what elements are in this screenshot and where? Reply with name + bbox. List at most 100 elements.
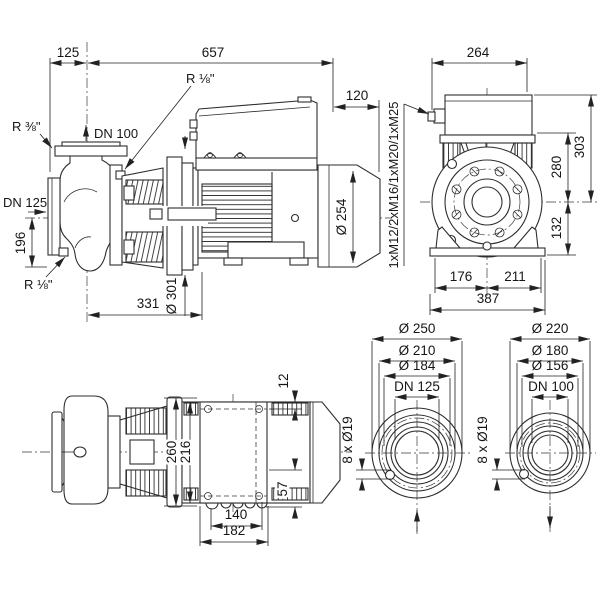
flange1-raised-face — [385, 421, 449, 485]
main-side-view — [25, 42, 392, 322]
flange-screws — [451, 166, 523, 238]
bolt-circle — [453, 168, 521, 236]
bracket-ear-left — [202, 152, 218, 159]
dim-57: 57 — [275, 481, 290, 496]
front-view — [420, 88, 597, 296]
module-display-tab — [297, 96, 312, 103]
flange1-gasket — [390, 426, 444, 480]
dim-dia-184: Ø 184 — [399, 358, 436, 373]
flange1-ring — [378, 414, 456, 492]
suction-flange — [47, 177, 61, 256]
flange1-bolt-circle — [381, 417, 453, 489]
flange-dn125-view — [365, 400, 472, 534]
flange-dn100-dimensions: Ø 220 Ø 180 Ø 156 DN 100 8 x Ø19 — [475, 321, 591, 491]
dim-211: 211 — [504, 269, 526, 284]
label-cable-glands: 1xM12/2xM16/1xM20/1xM25 — [386, 102, 401, 269]
top-lantern-fins-upper — [125, 407, 167, 435]
dim-132: 132 — [549, 217, 564, 240]
flange1-outer — [371, 407, 463, 499]
label-bolt-holes-dn125: 8 x Ø19 — [340, 416, 355, 463]
top-suction-flange — [51, 411, 63, 493]
ext-line — [371, 341, 463, 451]
dim-280: 280 — [549, 156, 564, 179]
front-view-dimensions: 264 1xM12/2xM16/1xM20/1xM25 303 280 132 … — [386, 45, 597, 315]
dim-dia-250: Ø 250 — [399, 321, 436, 336]
ext-line — [516, 363, 584, 449]
front-bracket-plate — [439, 134, 536, 144]
top-view-dimensions: 12 260 216 57 140 182 — [162, 373, 302, 546]
volute-inner-line — [63, 188, 98, 203]
pump-shaft — [167, 207, 217, 221]
lantern-boss-bottom — [123, 239, 135, 255]
module-connector-bottom — [189, 131, 198, 141]
casing-lug-top — [446, 158, 458, 170]
motor-foot-bracket — [227, 241, 305, 259]
electronic-module — [195, 99, 318, 159]
flange1-bore — [394, 430, 440, 476]
ext-line — [164, 397, 197, 507]
ext-line — [394, 399, 440, 440]
top-motor-fins-a — [183, 402, 199, 416]
flange2-bore — [531, 434, 569, 472]
top-lantern-fins-lower — [125, 469, 167, 497]
main-view-dimensions: 125 657 120 Ø 254 Ø 301 331 196 R ⅜" DN … — [3, 45, 380, 320]
label-r18-bottom: R ⅛" — [24, 277, 53, 292]
motor-foot-pad-right — [289, 257, 309, 266]
dim-331: 331 — [137, 296, 160, 311]
fan-cover — [317, 164, 381, 268]
dim-387: 387 — [477, 291, 500, 306]
dim-657: 657 — [202, 45, 225, 60]
dim-dia-254: Ø 254 — [334, 198, 349, 235]
discharge-raised-face — [61, 141, 121, 147]
ext-line — [383, 378, 451, 446]
flange-dn100-view — [505, 400, 596, 532]
dim-303: 303 — [572, 136, 587, 159]
top-motor-fins-b — [183, 487, 199, 501]
module-connector-top — [189, 119, 198, 129]
ext-line — [431, 58, 528, 110]
top-electronic-module — [199, 401, 268, 504]
top-fan-cover — [309, 401, 341, 504]
dim-196: 196 — [13, 232, 28, 255]
module-bracket-bar — [195, 157, 318, 171]
volute-inner-line2 — [74, 236, 92, 249]
top-module-screws — [204, 405, 263, 500]
flange1-bolt-hole — [384, 469, 396, 481]
shaft-coupling — [149, 208, 163, 220]
drain-hole — [482, 241, 492, 251]
front-electronic-module — [444, 94, 533, 136]
discharge-flange — [54, 145, 128, 157]
dim-dia-156: Ø 156 — [532, 358, 569, 373]
bracket-screw-right — [237, 152, 243, 158]
dim-216: 216 — [178, 441, 193, 464]
flange2-ring — [516, 419, 584, 487]
dim-260: 260 — [164, 441, 179, 464]
label-r38: R ⅜" — [12, 119, 41, 134]
flange-dn125-dimensions: Ø 250 Ø 210 Ø 184 DN 125 8 x Ø19 — [340, 321, 463, 491]
lantern-boss-top — [123, 185, 135, 201]
cable-gland — [433, 108, 446, 124]
bracket-screw-left — [207, 152, 213, 158]
drain-plug-boss — [58, 247, 69, 257]
ext-line — [521, 378, 579, 447]
dim-125: 125 — [57, 45, 80, 60]
label-r18-top: R ⅛" — [186, 71, 215, 86]
flange2-bolt-hole — [518, 468, 530, 480]
dim-dia-180: Ø 180 — [532, 343, 569, 358]
shaft-circle — [471, 186, 503, 218]
dim-264: 264 — [467, 45, 490, 60]
dim-120: 120 — [346, 88, 369, 103]
top-lantern-flange — [107, 415, 121, 489]
top-hub — [73, 446, 87, 458]
dim-176: 176 — [450, 269, 473, 284]
label-dn125-flange: DN 125 — [394, 379, 440, 394]
lantern-flange-bar — [109, 164, 123, 266]
motor-foot-pad-left — [223, 257, 243, 266]
hub-circle — [463, 178, 511, 226]
label-dn100-flange: DN 100 — [528, 379, 574, 394]
ext-line — [509, 341, 591, 451]
top-cable-glands — [205, 502, 268, 510]
flange2-raised-face — [522, 425, 578, 481]
